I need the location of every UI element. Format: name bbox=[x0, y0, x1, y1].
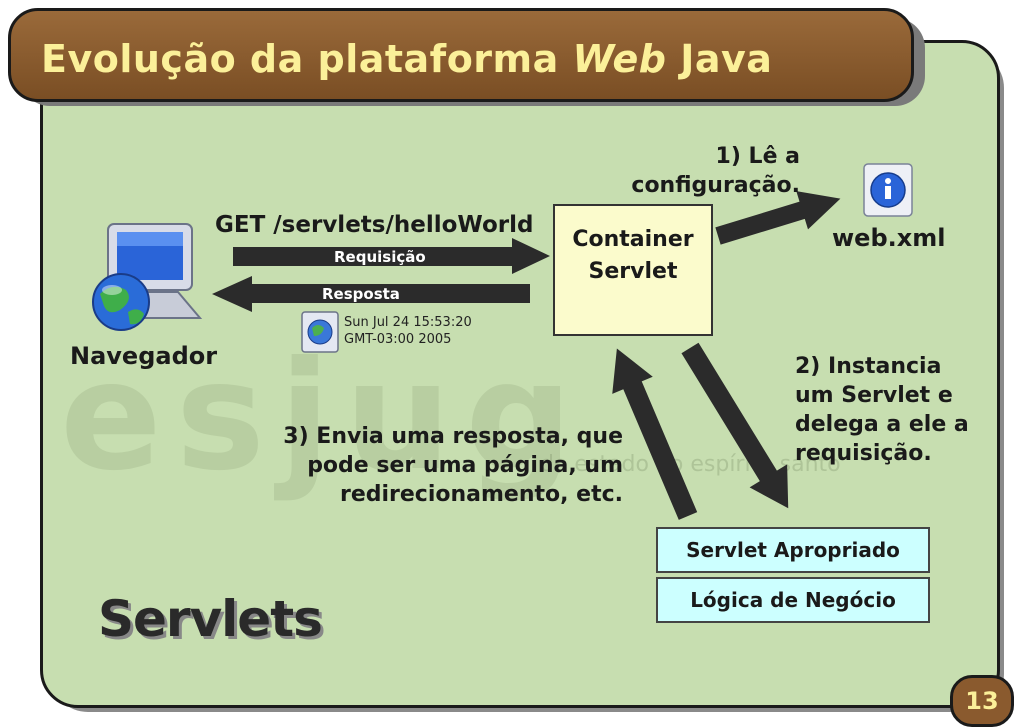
request-arrow bbox=[233, 238, 550, 274]
response-date: Sun Jul 24 15:53:20 GMT-03:00 2005 bbox=[344, 314, 472, 348]
title-part: Evolução da plataforma bbox=[41, 37, 573, 81]
reply-note: 3) Envia uma resposta, que pode ser uma … bbox=[260, 422, 623, 509]
servlet-apropriado-box: Servlet Apropriado bbox=[656, 527, 930, 573]
request-label: Requisição bbox=[334, 248, 426, 266]
reply-note-line1: 3) Envia uma resposta, que bbox=[283, 424, 623, 449]
title-part-end: Java bbox=[666, 37, 773, 81]
instance-note: 2) Instancia um Servlet e delega a ele a… bbox=[795, 352, 969, 468]
response-label: Resposta bbox=[322, 285, 400, 303]
browser-label: Navegador bbox=[70, 342, 218, 370]
config-note-line1: 1) Lê a bbox=[715, 144, 800, 169]
instance-arrow bbox=[681, 342, 789, 509]
request-path: GET /servlets/helloWorld bbox=[215, 212, 534, 238]
config-note: 1) Lê a configuração. bbox=[620, 142, 800, 200]
reply-arrow bbox=[612, 348, 698, 520]
watermark-logo: esjug bbox=[60, 330, 587, 504]
response-arrow bbox=[212, 276, 530, 312]
instance-note-line1: 2) Instancia bbox=[795, 354, 942, 379]
container-servlet-box: Container Servlet bbox=[553, 204, 713, 336]
instance-note-line4: requisição. bbox=[795, 441, 932, 466]
section-title: Servlets bbox=[98, 590, 323, 648]
page-number: 13 bbox=[950, 675, 1014, 727]
reply-note-line3: redirecionamento, etc. bbox=[339, 482, 623, 507]
logica-negocio-box: Lógica de Negócio bbox=[656, 577, 930, 623]
watermark-subtext: do estado do espírito santo bbox=[540, 452, 841, 477]
title-emphasis: Web bbox=[572, 37, 667, 81]
config-arrow bbox=[715, 191, 841, 245]
container-label-line1: Container bbox=[572, 227, 694, 252]
config-note-line2: configuração. bbox=[631, 173, 800, 198]
response-date-line1: Sun Jul 24 15:53:20 bbox=[344, 315, 472, 330]
instance-note-line2: um Servlet e bbox=[795, 383, 953, 408]
web-page-icon bbox=[301, 311, 339, 353]
response-date-line2: GMT-03:00 2005 bbox=[344, 332, 452, 347]
web-xml-label: web.xml bbox=[832, 224, 946, 252]
instance-note-line3: delega a ele a bbox=[795, 412, 969, 437]
reply-note-line2: pode ser uma página, um bbox=[307, 453, 623, 478]
container-label: Container Servlet bbox=[555, 224, 711, 288]
info-icon bbox=[863, 163, 913, 217]
computer-globe-icon bbox=[92, 223, 203, 331]
title-bar: Evolução da plataforma Web Java bbox=[8, 8, 914, 102]
container-label-line2: Servlet bbox=[588, 259, 678, 284]
slide-title: Evolução da plataforma Web Java bbox=[41, 37, 772, 81]
